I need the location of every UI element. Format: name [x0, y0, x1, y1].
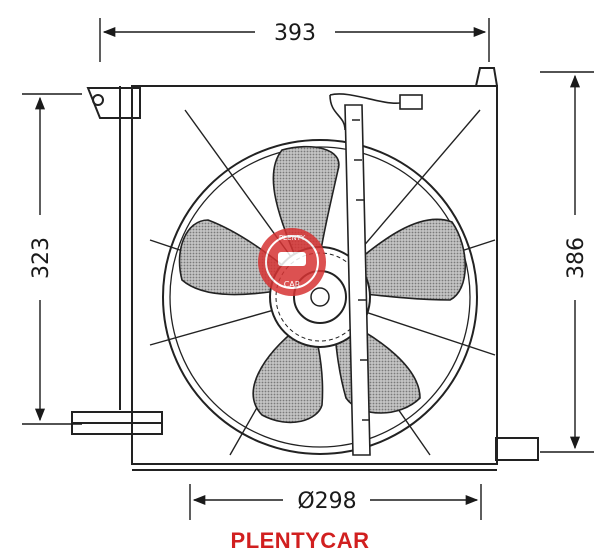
shroud-frame [71, 67, 539, 471]
badge-top-text: PLENTY [279, 234, 306, 242]
dimension-height-left [22, 93, 82, 425]
dimension-label-left: 323 [29, 237, 54, 279]
dimension-height-right [540, 71, 594, 453]
dimension-diameter-bottom [189, 484, 482, 520]
dimension-width-top [99, 18, 490, 62]
dimension-label-width: 393 [274, 21, 316, 46]
motor-bracket [329, 93, 423, 456]
fan-ring [162, 139, 478, 455]
brand-label: PLENTYCAR [230, 528, 370, 553]
dimension-label-diameter: Ø298 [297, 489, 356, 514]
badge-bottom-text: CAR [284, 280, 301, 289]
watermark-badge: PLENTY CAR [258, 228, 326, 296]
dimension-label-right: 386 [564, 237, 589, 279]
